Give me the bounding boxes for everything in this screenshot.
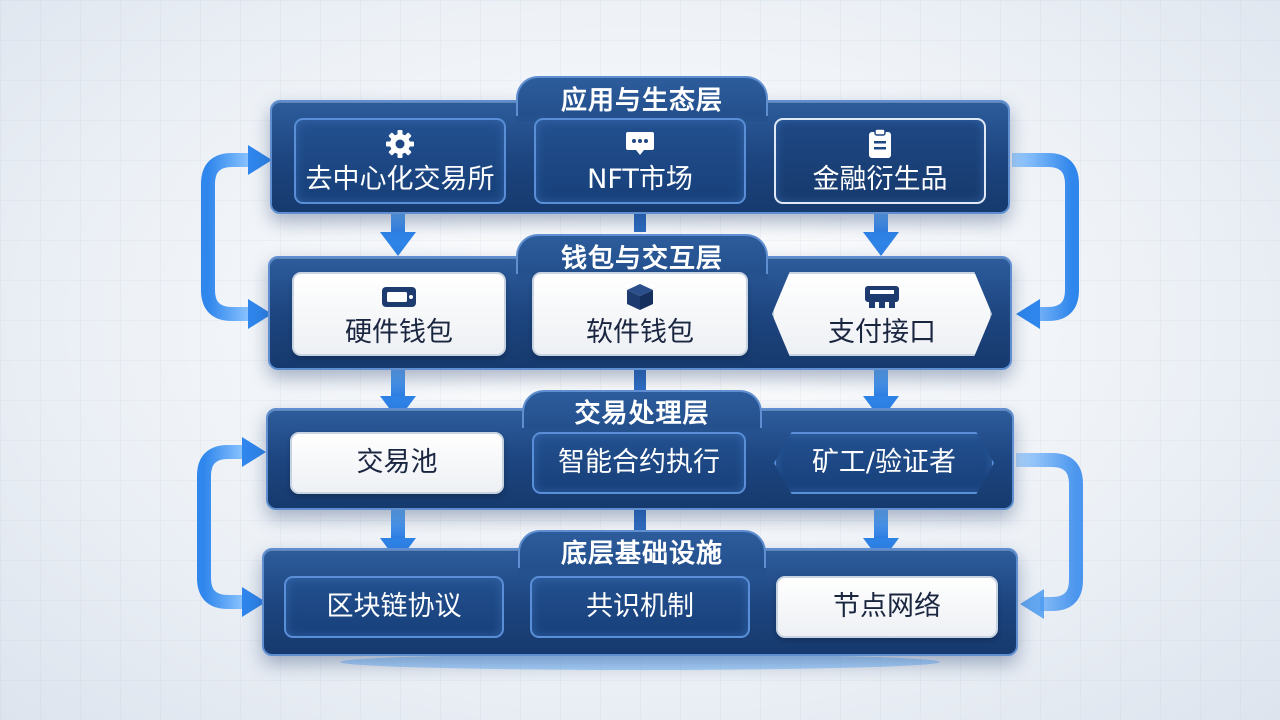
hardware-device-icon: [381, 280, 417, 314]
layer-wallet-interaction: 钱包与交互层 硬件钱包 软件钱包: [268, 234, 1012, 370]
card-label: 支付接口: [828, 317, 936, 349]
monitor-chat-icon: [624, 127, 656, 161]
down-connector-3-mid: [634, 508, 646, 534]
down-arrow-1-right: [863, 210, 899, 256]
layer-title: 底层基础设施: [518, 530, 766, 574]
layer-transaction-processing: 交易处理层 交易池 智能合约执行 矿工/验证者: [266, 390, 1014, 510]
layer-title: 钱包与交互层: [516, 234, 768, 280]
layer-title: 交易处理层: [522, 390, 762, 434]
cube-icon: [625, 280, 655, 314]
down-connector-1-mid: [634, 210, 646, 232]
left-loop-arrow-top: [201, 145, 272, 329]
card-label: 去中心化交易所: [305, 164, 495, 196]
card-label: 硬件钱包: [345, 317, 453, 349]
layer-application-ecosystem: 应用与生态层 去中心化交易所: [270, 76, 1010, 214]
payment-terminal-icon: [863, 280, 901, 314]
left-loop-arrow-bottom: [197, 437, 266, 617]
card-hardware-wallet[interactable]: 硬件钱包: [292, 272, 506, 356]
card-label: 节点网络: [833, 591, 941, 623]
card-label: 软件钱包: [586, 317, 694, 349]
card-label: 矿工/验证者: [811, 447, 957, 479]
card-miner-validator[interactable]: 矿工/验证者: [774, 432, 994, 494]
card-blockchain-protocol[interactable]: 区块链协议: [284, 576, 504, 638]
card-software-wallet[interactable]: 软件钱包: [532, 272, 748, 356]
clipboard-icon: [867, 127, 893, 161]
card-consensus-mechanism[interactable]: 共识机制: [530, 576, 750, 638]
down-connector-2-mid: [634, 366, 646, 392]
card-label: 交易池: [356, 447, 438, 479]
card-smart-contract-execution[interactable]: 智能合约执行: [532, 432, 746, 494]
card-node-network[interactable]: 节点网络: [776, 576, 998, 638]
card-label: 金融衍生品: [812, 164, 948, 196]
card-dex[interactable]: 去中心化交易所: [294, 118, 506, 204]
down-arrow-1-left: [380, 210, 416, 256]
card-derivatives[interactable]: 金融衍生品: [774, 118, 986, 204]
right-loop-arrow-bottom: [1016, 453, 1083, 619]
card-nft-market[interactable]: NFT市场: [534, 118, 746, 204]
layer-title: 应用与生态层: [516, 76, 768, 122]
card-payment-interface[interactable]: 支付接口: [772, 272, 992, 356]
card-mempool[interactable]: 交易池: [290, 432, 504, 494]
card-label: 区块链协议: [326, 591, 462, 623]
base-glow: [340, 654, 940, 670]
card-label: 共识机制: [586, 591, 694, 623]
layer-infrastructure: 底层基础设施 区块链协议 共识机制 节点网络: [262, 530, 1018, 656]
gear-icon: [385, 127, 415, 161]
right-loop-arrow-top: [1012, 153, 1079, 329]
card-label: NFT市场: [587, 164, 693, 196]
card-label: 智能合约执行: [558, 447, 720, 479]
